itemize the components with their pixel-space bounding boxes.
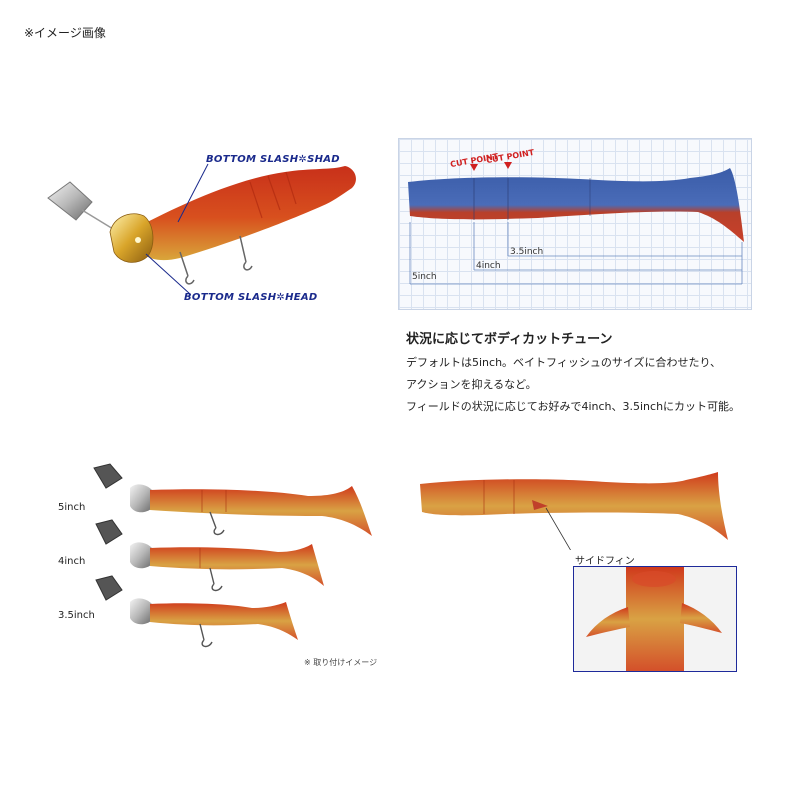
size-label-4: 4inch [58,556,86,567]
blade-icon [47,181,93,221]
install-note: ※ 取り付けイメージ [304,658,378,667]
dim-4inch: 4inch [476,261,501,271]
hook-icon [179,251,195,285]
lure-35inch [95,575,298,648]
lure-4inch [95,519,324,592]
description-line-1: デフォルトは5inch。ベイトフィッシュのサイズに合わせたり、 [406,356,722,369]
size-comparison-image [93,463,372,648]
shad-body [128,166,356,261]
description-line-3: フィールドの状況に応じてお好みで4inch、3.5inchにカット可能。 [406,400,741,413]
cut-diagram-panel [398,138,752,310]
dim-5inch: 5inch [412,272,437,282]
cut-tune-heading: 状況に応じてボディカットチューン [406,332,613,347]
lure-5inch [93,463,372,536]
size-label-5: 5inch [58,502,86,513]
side-fin-body-image [420,472,728,550]
shad-label: BOTTOM SLASH✲SHAD [206,154,340,165]
main-lure-image [47,166,356,285]
side-fin-label: サイドフィン [575,556,635,567]
side-fin-closeup [573,566,737,672]
cut-diagram [408,162,744,285]
head-label: BOTTOM SLASH✲HEAD [184,292,318,303]
description-line-2: アクションを抑えるなど。 [406,378,537,391]
size-label-35: 3.5inch [58,610,95,621]
dim-35inch: 3.5inch [510,247,544,257]
image-note: ※イメージ画像 [24,26,106,40]
jig-head [109,213,154,263]
